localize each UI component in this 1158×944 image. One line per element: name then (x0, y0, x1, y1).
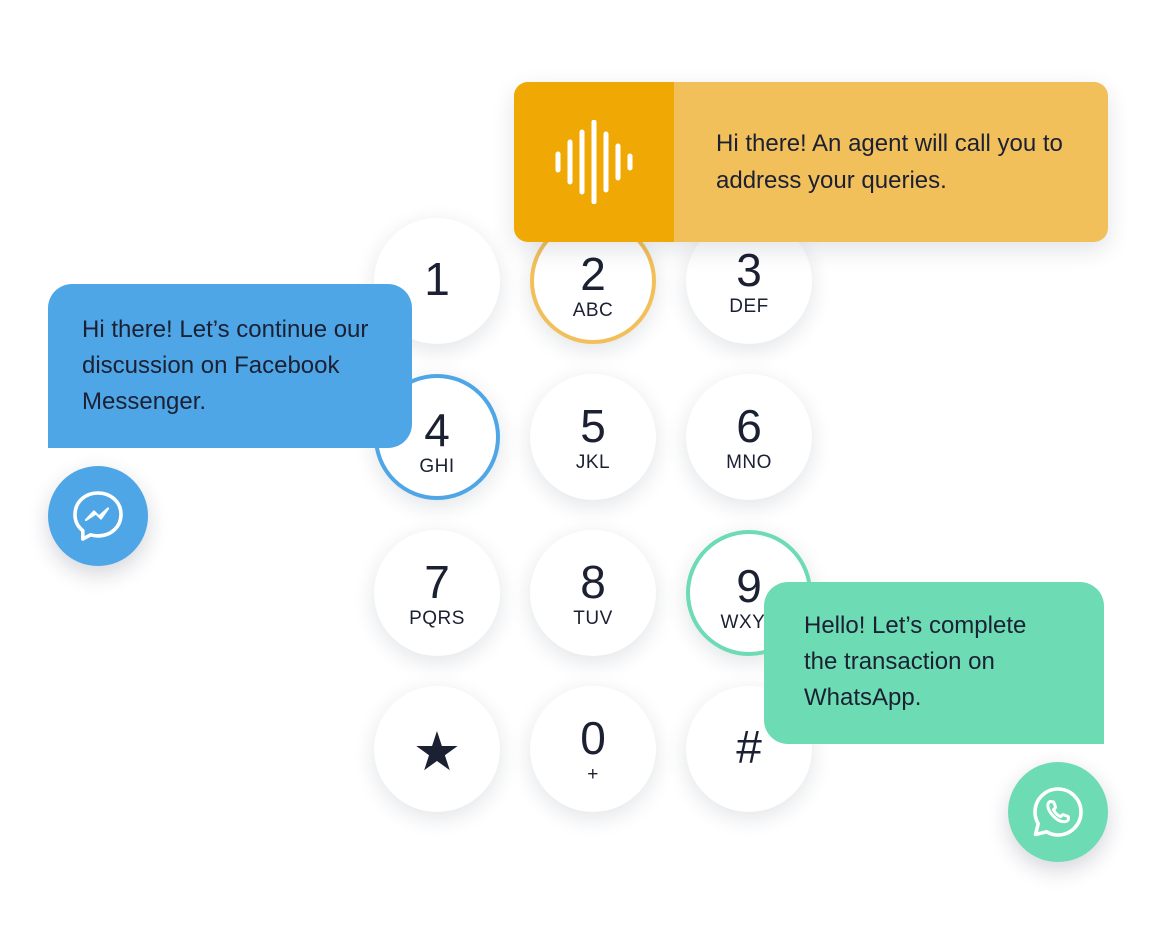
key-7[interactable]: 7 PQRS (374, 530, 500, 656)
whatsapp-message: Hello! Let’s complete the transaction on… (804, 612, 1027, 711)
key-digit: # (736, 721, 762, 773)
messenger-icon (73, 491, 123, 541)
key-digit: 3 (736, 244, 762, 296)
sound-wave-icon (555, 120, 633, 204)
key-8[interactable]: 8 TUV (530, 530, 656, 656)
messenger-button[interactable] (48, 466, 148, 566)
voice-call-card: Hi there! An agent will call you to addr… (514, 82, 1108, 242)
key-digit: 1 (424, 253, 450, 305)
whatsapp-button[interactable] (1008, 762, 1108, 862)
key-5[interactable]: 5 JKL (530, 374, 656, 500)
key-star[interactable]: ★ (374, 686, 500, 812)
key-letters: GHI (419, 456, 455, 477)
key-letters: DEF (729, 296, 769, 317)
key-digit: 6 (736, 400, 762, 452)
key-letters: WXYZ (720, 612, 778, 633)
key-letters: MNO (726, 452, 772, 473)
whatsapp-icon (1033, 787, 1083, 837)
messenger-message: Hi there! Let’s continue our discussion … (82, 316, 369, 415)
key-digit: 8 (580, 556, 606, 608)
key-digit: 7 (424, 556, 450, 608)
key-digit: 9 (736, 560, 762, 612)
key-digit: 2 (580, 248, 606, 300)
key-letters: TUV (573, 608, 613, 629)
whatsapp-bubble: Hello! Let’s complete the transaction on… (764, 582, 1104, 744)
voice-message: Hi there! An agent will call you to addr… (716, 130, 1063, 194)
voice-icon-box (514, 82, 674, 242)
key-letters: ABC (572, 300, 614, 321)
key-6[interactable]: 6 MNO (686, 374, 812, 500)
key-digit: 4 (424, 404, 450, 456)
key-digit: ★ (412, 722, 462, 782)
key-0[interactable]: 0 + (530, 686, 656, 812)
key-letters: JKL (575, 452, 611, 473)
messenger-bubble: Hi there! Let’s continue our discussion … (48, 284, 412, 448)
key-letters: + (587, 764, 599, 785)
key-letters: PQRS (409, 608, 465, 629)
key-digit: 0 (580, 712, 606, 764)
key-digit: 5 (580, 400, 606, 452)
